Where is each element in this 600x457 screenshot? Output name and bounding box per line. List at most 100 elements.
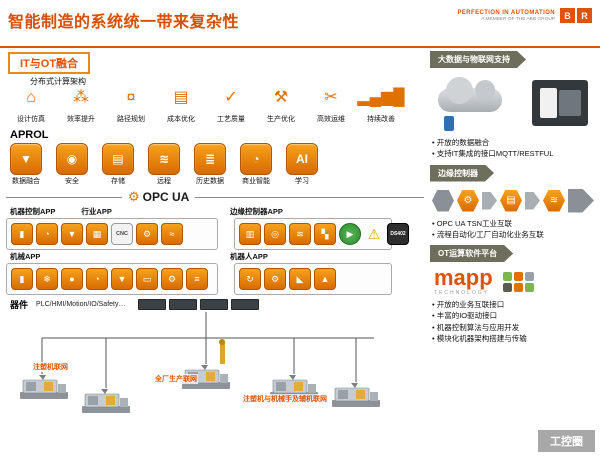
edge-bullets: OPC UA TSN工业互联 流程自动化/工厂自动化业务互联 xyxy=(432,218,594,241)
logo-blocks: B R xyxy=(560,8,592,23)
mapp-logo-image: mapp TECHNOLOGY xyxy=(434,267,594,296)
aprol-tile-item: ◉ 安全 xyxy=(56,143,88,186)
device-label: 器件 xyxy=(10,300,29,310)
bullet-item: 流程自动化/工厂自动化业务互联 xyxy=(432,229,594,240)
network-icon: ⁂ xyxy=(73,89,89,106)
bigdata-bullets: 开放的数据融合 支持IT集成的接口MQTT/RESTFUL xyxy=(432,137,594,160)
robot-app-label: 机器人APP xyxy=(230,252,268,261)
logo-tagline: PERFECTION IN AUTOMATION xyxy=(457,10,555,16)
aprol-tile-item: ≣ 历史数据 xyxy=(194,143,226,186)
storage-icon: ▤ xyxy=(500,189,522,212)
mapp-app-icons xyxy=(502,271,534,292)
rss-icon: ≋ xyxy=(289,223,311,245)
mapp-sub-wordmark: TECHNOLOGY xyxy=(434,290,490,296)
quality-check-icon: ✓ xyxy=(224,89,238,106)
storage-icon: ▤ xyxy=(102,143,134,175)
coins-icon: ◎ xyxy=(264,223,286,245)
gauge-icon: ◔ xyxy=(86,268,108,290)
snowflake-icon: ❄ xyxy=(36,268,58,290)
cloud-icon xyxy=(438,77,502,112)
bullet-item: 机器控制算法与应用开发 xyxy=(432,322,594,333)
device-desc: PLC/HMI/Motion/IO/Safety… xyxy=(36,301,126,308)
database-icon: ▥ xyxy=(239,223,261,245)
list-icon: ≡ xyxy=(186,268,208,290)
cloud-devices-image xyxy=(430,72,594,134)
press-icon: ▼ xyxy=(61,223,83,245)
app-icon-item: ▤ 成本优化 xyxy=(156,88,206,126)
pointer-icon: ▲ xyxy=(314,268,336,290)
bullet-item: OPC UA TSN工业互联 xyxy=(432,218,594,229)
gear-icon: ⚙ xyxy=(264,268,286,290)
ai-chip-icon: AI xyxy=(286,143,318,175)
opcua-label: OPC UA xyxy=(142,190,190,204)
drop-icon: ● xyxy=(61,268,83,290)
page-title: 智能制造的系统统一带来复杂性 xyxy=(8,14,240,31)
edge-device-image xyxy=(532,80,588,126)
app-icon-label: 生产优化 xyxy=(267,116,295,123)
rotate-icon: ↻ xyxy=(239,268,261,290)
app-tile-icon xyxy=(524,271,534,281)
aprol-tile-label: 数据融合 xyxy=(12,178,40,185)
app-row2-labels: 机械APP 机器人APP xyxy=(6,251,424,262)
network-lines-image xyxy=(19,312,381,414)
mobile-device-icon xyxy=(444,116,454,131)
chevron-right-icon xyxy=(482,191,497,210)
robot-arm-icon: ◣ xyxy=(289,268,311,290)
robot-app-box: ↻ ⚙ ◣ ▲ xyxy=(234,263,392,295)
gear-icon: ⚙ xyxy=(128,189,140,204)
history-data-icon: ≣ xyxy=(194,143,226,175)
heat-icon: ≈ xyxy=(161,223,183,245)
aprol-tile-item: ◔ 商业智能 xyxy=(240,143,272,186)
row2-left-labels: 机械APP xyxy=(6,251,222,262)
edge-app-box: ▥ ◎ ≋ ▚ ▶ ⚠ DS402 xyxy=(234,218,409,250)
logo-subtagline: A MEMBER OF THE ABB GROUP xyxy=(481,17,555,22)
edge-banner: 边缘控制器 xyxy=(430,165,494,182)
network-label: 全厂生产联网 xyxy=(154,374,198,384)
piggy-bank-icon: ¤ xyxy=(126,89,136,106)
chevron-right-icon xyxy=(525,191,540,210)
edge-controllers-image: ⚙ ▤ ≋ xyxy=(432,187,594,215)
chevron-right-icon xyxy=(568,188,594,213)
tools-icon: ⚒ xyxy=(273,89,289,106)
machine-grid-icon: ▦ xyxy=(86,223,108,245)
app-tile-icon xyxy=(502,282,512,292)
bullet-item: 支持IT集成的接口MQTT/RESTFUL xyxy=(432,148,594,159)
bigdata-banner: 大数据与物联网支持 xyxy=(430,51,526,68)
right-section-ot-platform: OT运算软件平台 mapp TECHNOLOGY xyxy=(430,245,594,344)
app-row1-boxes: ▮ ◔ ▼ ▦ CNC ⚙ ≈ ▥ ◎ ≋ ▚ ▶ ⚠ DS402 xyxy=(6,218,424,250)
app-icon-item: ✓ 工艺质量 xyxy=(206,88,256,126)
wifi-icon: ≋ xyxy=(148,143,180,175)
mech-app-label: 机械APP xyxy=(10,252,41,261)
hexagon-icon xyxy=(432,189,454,212)
aprol-tile-label: 商业智能 xyxy=(242,178,270,185)
ot-platform-bullets: 开放的业务互联接口 丰富的IO驱动接口 机器控制算法与应用开发 模块化机器架构搭… xyxy=(432,299,594,344)
app-icon-item: ⚒ 生产优化 xyxy=(256,88,306,126)
bullet-item: 开放的数据融合 xyxy=(432,137,594,148)
ot-platform-banner: OT运算软件平台 xyxy=(430,245,513,262)
right-panel: 大数据与物联网支持 开放的数据融合 支持IT集成的接口MQTT/RESTFUL … xyxy=(430,51,594,430)
bnr-logo: PERFECTION IN AUTOMATION A MEMBER OF THE… xyxy=(457,8,592,23)
aprol-tile-item: ▤ 存储 xyxy=(102,143,134,186)
factory-network-diagram: 注塑机联网 全厂生产联网 注塑机与机械手及辅机联网 xyxy=(6,312,424,430)
app-tile-icon xyxy=(502,271,512,281)
play-icon: ▶ xyxy=(339,223,361,245)
opcua-bus-line: ⚙ OPC UA xyxy=(6,189,424,205)
bullet-item: 模块化机器架构搭建与传输 xyxy=(432,333,594,344)
architecture-diagram: IT与OT融合 分布式计算架构 ⌂ 设计仿真 ⁂ 效率提升 ¤ 路径规划 ▤ 成… xyxy=(6,51,424,430)
hardware-module-icon xyxy=(137,299,166,310)
aprol-label: APROL xyxy=(10,129,49,141)
industry-app-label: 行业APP xyxy=(81,207,112,216)
ds402-chip: DS402 xyxy=(387,223,409,245)
app-icon-label: 效率提升 xyxy=(67,116,95,123)
app-row2-boxes: ▮ ❄ ● ◔ ▼ ▭ ⚙ ≡ ↻ ⚙ ◣ ▲ xyxy=(6,263,424,295)
section-badge-it-ot: IT与OT融合 xyxy=(8,52,91,74)
right-section-bigdata: 大数据与物联网支持 开放的数据融合 支持IT集成的接口MQTT/RESTFUL xyxy=(430,51,594,160)
aprol-tile-item: ≋ 远程 xyxy=(148,143,180,186)
app-icon-item: ✂ 高效运维 xyxy=(306,88,356,126)
hardware-modules-image xyxy=(137,299,259,310)
app-icon-label: 路径规划 xyxy=(117,116,145,123)
rss-icon: ≋ xyxy=(543,189,565,212)
app-icon-item: ▂▄▆█ 持续改善 xyxy=(356,88,406,126)
aprol-tile-item: ▼ 数据融合 xyxy=(10,143,42,186)
